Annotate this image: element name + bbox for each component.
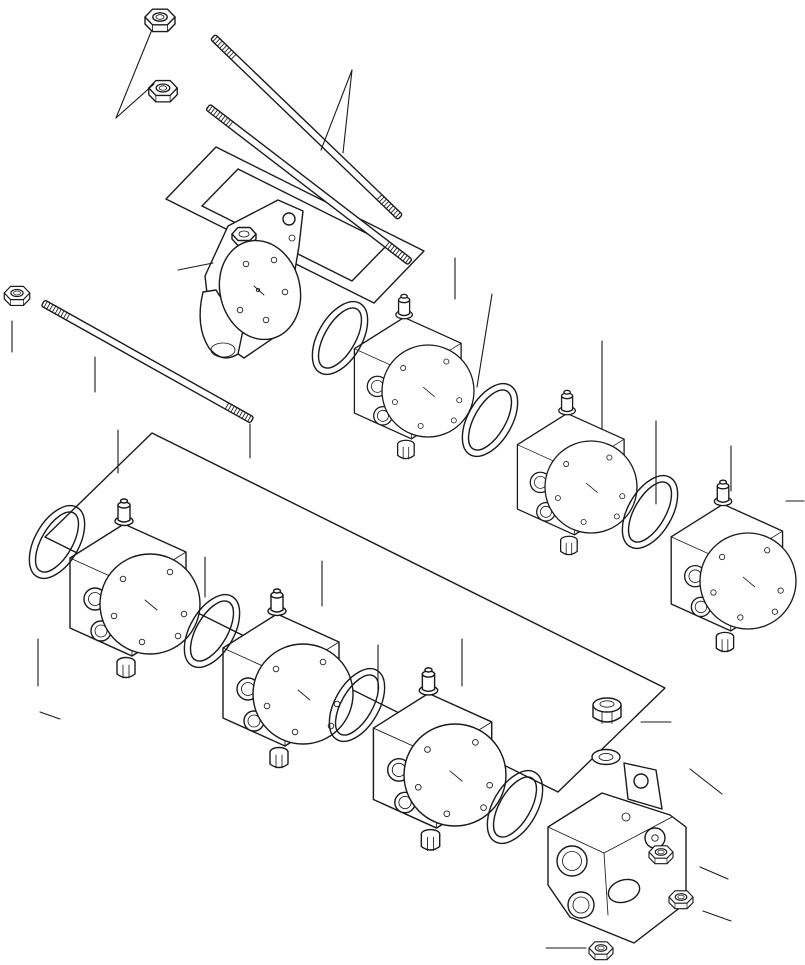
tie-rod-stud-1 — [210, 34, 403, 220]
o-ring-7 — [486, 769, 544, 845]
o-ring-3 — [621, 474, 679, 550]
pilot-fitting — [267, 588, 287, 617]
pilot-fitting — [418, 667, 439, 696]
drain-fitting — [420, 828, 441, 851]
valve-section-1 — [353, 293, 475, 460]
drain-fitting — [559, 535, 578, 556]
tie-rod-stud-2 — [205, 104, 413, 265]
hex-nut-2 — [148, 79, 178, 103]
o-ring-1 — [311, 300, 369, 376]
valve-section-5 — [222, 588, 354, 769]
callout-leader-line-22 — [689, 768, 723, 795]
pilot-fitting — [713, 479, 733, 507]
pilot-fitting — [114, 498, 134, 527]
outlet-end-cover — [547, 762, 687, 944]
pilot-fitting — [395, 293, 414, 320]
o-ring-2 — [461, 382, 519, 458]
callout-leader-line-3 — [320, 69, 353, 151]
plug-washer — [591, 748, 621, 766]
manifold-plane-outline — [44, 432, 666, 793]
callout-leader-line-10 — [476, 293, 493, 388]
valve-section-3 — [670, 479, 797, 653]
drain-fitting — [269, 746, 289, 769]
hex-nut-6 — [588, 941, 614, 961]
o-ring-5 — [183, 593, 241, 669]
callout-leader-line-2 — [115, 83, 155, 119]
callout-leader-line-24 — [702, 910, 732, 922]
hex-nut-3 — [3, 285, 31, 307]
valve-section-6 — [372, 667, 507, 851]
hex-nut-4 — [648, 845, 674, 865]
callout-leader-line-26 — [39, 711, 61, 720]
callout-leader-line-1 — [115, 31, 152, 119]
pilot-fitting — [558, 389, 577, 416]
valve-section-4 — [69, 498, 201, 679]
inlet-end-cover — [199, 199, 304, 359]
callout-leader-line-5 — [177, 262, 214, 271]
drain-fitting — [116, 656, 136, 679]
drain-fitting — [396, 439, 415, 460]
valve-section-2 — [516, 389, 638, 556]
mounting-plate-inner-outline — [201, 168, 389, 282]
callout-leader-line-4 — [342, 69, 353, 154]
callout-leader-line-23 — [699, 866, 729, 880]
o-ring-6 — [328, 667, 386, 743]
tie-rod-stud-3 — [41, 299, 254, 424]
hex-nut-1 — [144, 8, 176, 33]
drain-fitting — [715, 631, 735, 653]
hex-nut-5 — [668, 890, 694, 910]
hex-plug — [592, 697, 622, 724]
